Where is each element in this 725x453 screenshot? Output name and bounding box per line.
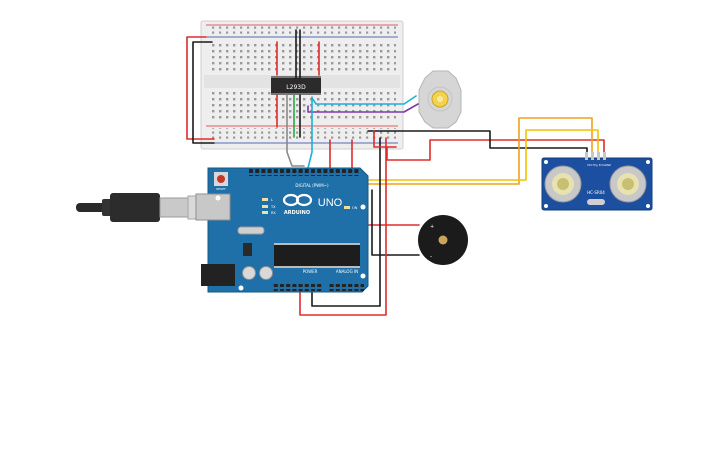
rx-label: RX [271,211,276,215]
digital-header [249,169,359,176]
arduino-uno: RESET DIGITAL (PWM~) L TX RX ON ARDUINO … [195,167,369,293]
dc-motor [418,70,462,129]
power-label: POWER [303,269,318,274]
pin-trig: Trig [593,163,598,167]
breadboard [200,20,404,150]
analog-header [328,284,364,291]
sensor-model: HC-SR04 [587,190,605,195]
pin-vcc: VCC [587,163,593,167]
left-transducer-icon [544,165,582,203]
digital-label: DIGITAL (PWM~) [295,183,329,188]
l293d-chip: L293D [271,76,321,95]
l-label: L [271,198,273,202]
arduino-infinity-icon [282,193,313,207]
power-header [272,284,322,291]
buzzer-minus: - [430,253,432,260]
pin-echo: Echo [599,163,606,167]
right-transducer-icon [609,165,647,203]
reset-label: RESET [216,187,226,191]
arduino-model: UNO [318,197,343,209]
atmega-chip [274,245,360,266]
chip-label: L293D [286,84,306,91]
piezo-buzzer: + - [418,215,468,265]
arduino-brand: ARDUINO [284,210,310,216]
analog-label: ANALOG IN [336,269,358,274]
pin-gnd: GND [605,163,611,167]
buzzer-plus: + [430,224,434,230]
on-label: ON [352,206,358,210]
ultrasonic-sensor: VCC Trig Echo GND HC-SR04 [541,152,653,211]
reset-button-icon [217,175,225,183]
tx-label: TX [270,205,276,209]
